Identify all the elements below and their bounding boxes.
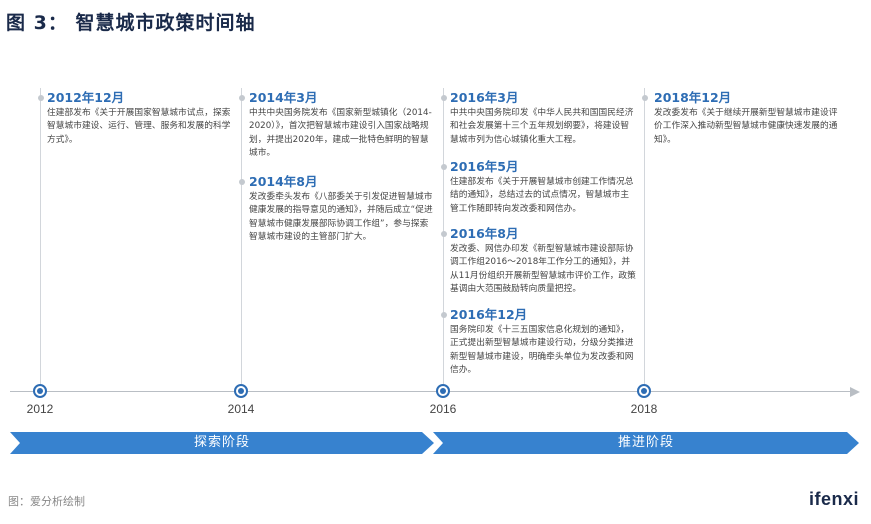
event-marker [441, 312, 447, 318]
event-marker [38, 95, 44, 101]
year-label-2014: 2014 [227, 402, 255, 416]
event-marker [441, 95, 447, 101]
event-description: 住建部发布《关于开展智慧城市创建工作情况总结的通知》，总结过去的试点情况，智慧城… [450, 177, 634, 214]
event-2016-08: 2016年8月 发改委、网信办印发《新型智慧城市建设部际协调工作组2016～20… [450, 227, 636, 297]
event-marker [441, 231, 447, 237]
event-date: 2012年12月 [47, 90, 125, 105]
event-date: 2016年12月 [450, 307, 528, 322]
timeline-axis [10, 391, 852, 393]
event-description: 中共中央国务院印发《中华人民共和国国民经济和社会发展第十三个五年规划纲要》，将建… [450, 108, 634, 145]
brand-logo: ifenxi [808, 489, 859, 509]
event-marker [239, 179, 245, 185]
event-2014-08: 2014年8月 发改委牵头发布《八部委关于引发促进智慧城市健康发展的指导意见的通… [249, 175, 435, 245]
guide-line-2018 [644, 88, 645, 384]
page-title: 图 3： 智慧城市政策时间轴 [6, 12, 256, 34]
event-marker [441, 164, 447, 170]
event-description: 国务院印发《十三五国家信息化规划的通知》，正式提出新型智慧城市建设行动，分级分类… [450, 325, 634, 376]
event-description: 发改委、网信办印发《新型智慧城市建设部际协调工作组2016～2018年工作分工的… [450, 244, 636, 295]
guide-line-2014 [241, 88, 242, 384]
event-description: 住建部发布《关于开展国家智慧城市试点，探索智慧城市建设、运行、管理、服务和发展的… [47, 108, 231, 145]
event-2016-05: 2016年5月 住建部发布《关于开展智慧城市创建工作情况总结的通知》，总结过去的… [450, 160, 636, 216]
phase-arrow-shape [433, 432, 859, 454]
phase-label: 探索阶段 [193, 435, 250, 450]
event-date: 2016年5月 [450, 159, 519, 174]
event-description: 中共中央国务院发布《国家新型城镇化（2014-2020）》，首次把智慧城市建设引… [249, 108, 432, 159]
phase-label: 推进阶段 [617, 435, 674, 450]
event-2016-03: 2016年3月 中共中央国务院印发《中华人民共和国国民经济和社会发展第十三个五年… [450, 91, 636, 147]
event-description: 发改委牵头发布《八部委关于引发促进智慧城市健康发展的指导意见的通知》，并随后成立… [249, 192, 433, 243]
phase-arrow-shape [10, 432, 434, 454]
phase-bar-advance: 推进阶段 [433, 432, 859, 454]
event-marker [642, 95, 648, 101]
event-2018-12: 2018年12月 发改委发布《关于继续开展新型智慧城市建设评价工作深入推动新型智… [654, 91, 840, 147]
axis-arrow-icon [850, 386, 860, 397]
guide-line-2012 [40, 88, 41, 384]
event-date: 2016年8月 [450, 226, 519, 241]
year-label-2016: 2016 [429, 402, 457, 416]
source-note: 图：爱分析绘制 [8, 495, 85, 508]
phase-bar-explore: 探索阶段 [10, 432, 434, 454]
event-2012-12: 2012年12月 住建部发布《关于开展国家智慧城市试点，探索智慧城市建设、运行、… [47, 91, 233, 147]
year-node-2018 [637, 384, 651, 398]
year-node-2012 [33, 384, 47, 398]
year-node-2014 [234, 384, 248, 398]
event-date: 2014年8月 [249, 174, 318, 189]
year-label-2012: 2012 [26, 402, 54, 416]
event-date: 2014年3月 [249, 90, 318, 105]
event-2014-03: 2014年3月 中共中央国务院发布《国家新型城镇化（2014-2020）》，首次… [249, 91, 435, 161]
event-date: 2016年3月 [450, 90, 519, 105]
year-node-2016 [436, 384, 450, 398]
event-2016-12: 2016年12月 国务院印发《十三五国家信息化规划的通知》，正式提出新型智慧城市… [450, 308, 636, 378]
event-date: 2018年12月 [654, 90, 732, 105]
event-description: 发改委发布《关于继续开展新型智慧城市建设评价工作深入推动新型智慧城市健康快速发展… [654, 108, 838, 145]
event-marker [239, 95, 245, 101]
year-label-2018: 2018 [630, 402, 658, 416]
